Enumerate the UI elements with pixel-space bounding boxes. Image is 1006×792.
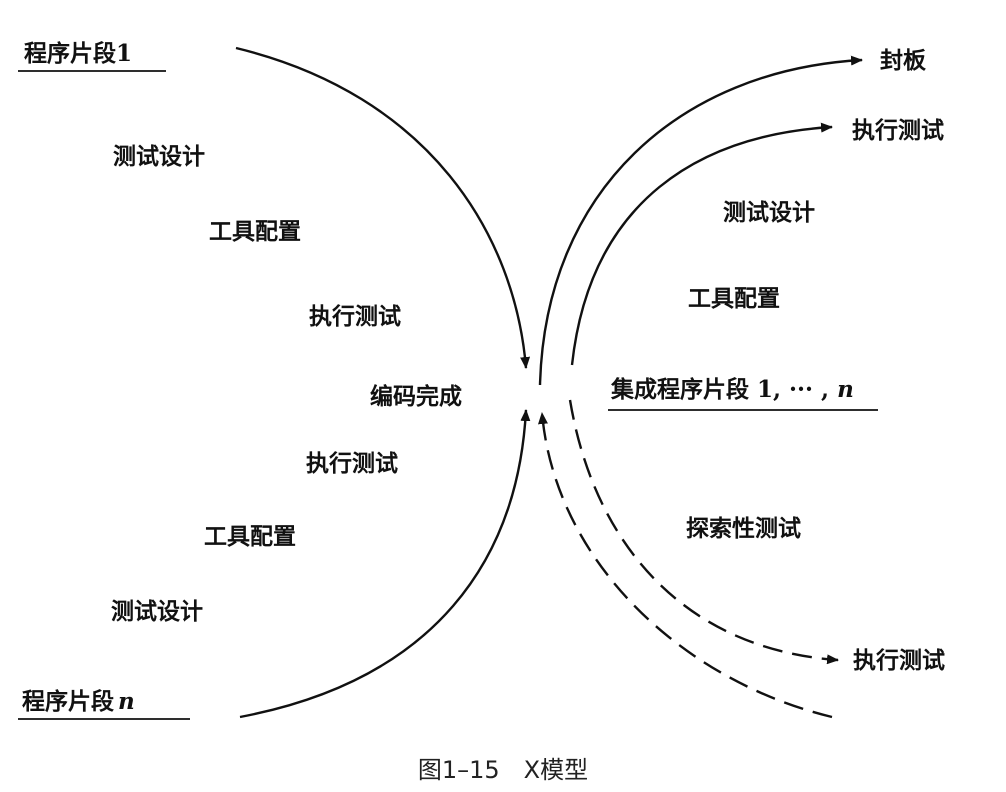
- left-upper-tool-config-label: 工具配置: [209, 218, 301, 245]
- right-tool-config-label: 工具配置: [688, 285, 780, 312]
- figure-caption: 图1–15 X模型: [418, 756, 588, 784]
- seal-label: 封板: [880, 47, 927, 74]
- segment-1-label: 程序片段1: [24, 40, 132, 67]
- segment-n-prefix: 程序片段: [22, 688, 114, 715]
- left-lower-curve: [239, 409, 531, 719]
- left-upper-curve: [235, 46, 531, 369]
- left-upper-exec-test-label: 执行测试: [309, 303, 401, 330]
- integrate-label: 集成程序片段 1, ··· , n: [610, 376, 854, 403]
- right-lowest-dashed-curve: [537, 412, 833, 719]
- integrate-prefix: 集成程序片段 1, ··· ,: [610, 376, 837, 403]
- right-inner-curve: [570, 122, 833, 366]
- left-lower-exec-test-label: 执行测试: [306, 450, 398, 477]
- right-lower-dashed-curve: [568, 399, 839, 665]
- segment-n-var: n: [118, 688, 135, 715]
- integrate-var: n: [837, 376, 854, 403]
- right-outer-curve: [538, 55, 863, 386]
- coding-done-label: 编码完成: [370, 383, 462, 410]
- right-lower-exec-test-label: 执行测试: [853, 647, 945, 674]
- right-upper-exec-test-label: 执行测试: [852, 117, 944, 144]
- left-upper-test-design-label: 测试设计: [113, 143, 205, 170]
- exploratory-test-label: 探索性测试: [686, 515, 801, 542]
- left-lower-tool-config-label: 工具配置: [204, 523, 296, 550]
- left-lower-test-design-label: 测试设计: [111, 598, 203, 625]
- right-test-design-label: 测试设计: [723, 199, 815, 226]
